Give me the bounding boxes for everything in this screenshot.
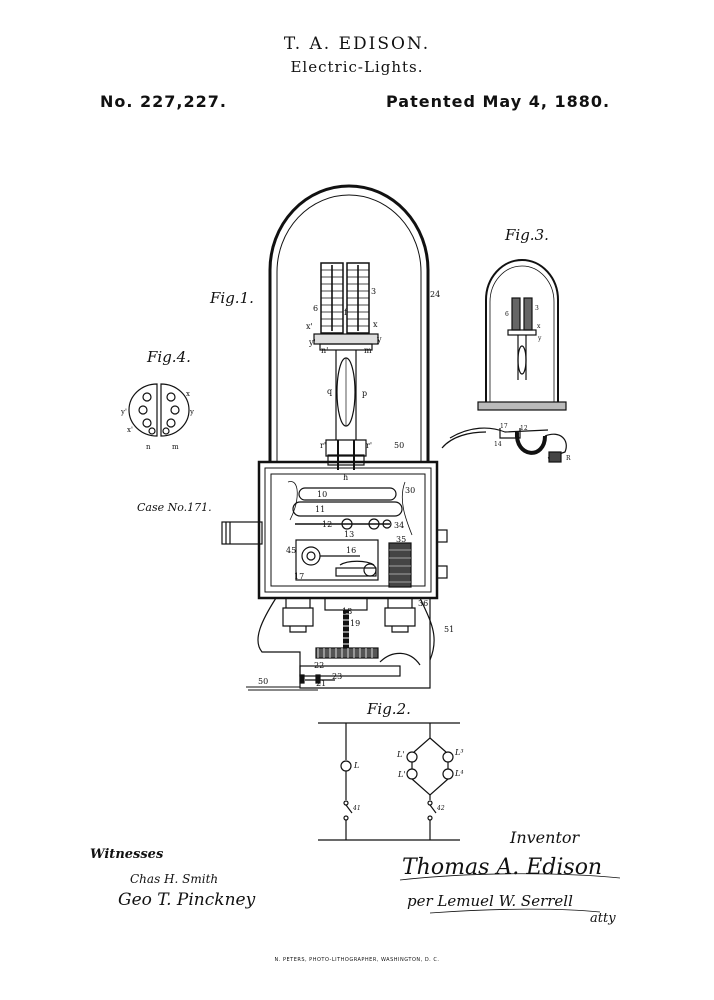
label-19: 19 bbox=[350, 619, 360, 628]
label-30: 30 bbox=[405, 486, 415, 495]
fig3-label-14: 14 bbox=[494, 441, 502, 448]
fig3-label-17: 17 bbox=[500, 423, 508, 430]
label-n1: n' bbox=[321, 346, 328, 355]
fig4-label-m: m bbox=[172, 443, 179, 451]
fig3-label-x: x bbox=[537, 323, 541, 330]
label-24: 24 bbox=[430, 290, 440, 299]
label-34: 34 bbox=[394, 521, 404, 530]
label-50b: 50 bbox=[258, 677, 268, 686]
fig3-labels: 6 3 x y 17 12 14 R bbox=[494, 305, 571, 462]
label-13: 13 bbox=[344, 530, 354, 539]
label-p: p bbox=[362, 389, 367, 398]
fig1-lamp-drawing bbox=[221, 184, 448, 691]
inventor-signature: Thomas A. Edison bbox=[402, 855, 602, 880]
fig2-label-L3: L³ bbox=[454, 748, 464, 757]
label-6: 6 bbox=[313, 304, 318, 313]
label-23: 23 bbox=[332, 672, 342, 681]
fig4-label-x: x bbox=[186, 390, 190, 398]
label-22: 22 bbox=[314, 661, 324, 670]
fig3-drawing bbox=[441, 259, 567, 463]
patent-inventor-title: T. A. EDISON. bbox=[283, 34, 431, 54]
label-f: f bbox=[344, 308, 348, 317]
fig1-label: Fig.1. bbox=[209, 289, 254, 307]
fig1-labels: 24 6 3 x' x y' y n' m f q p r' r' 50 h 1… bbox=[258, 287, 454, 688]
case-number: Case No.171. bbox=[137, 501, 212, 514]
label-35: 35 bbox=[396, 535, 406, 544]
fig3-label: Fig.3. bbox=[504, 226, 549, 244]
witness-1-signature: Chas H. Smith bbox=[130, 872, 218, 886]
label-17: 17 bbox=[294, 572, 304, 581]
inventor-label: Inventor bbox=[509, 828, 581, 847]
fig2-label-L: L bbox=[353, 761, 359, 770]
fig4-label-x1: x' bbox=[127, 426, 133, 434]
signature-block: Witnesses Chas H. Smith Geo T. Pinckney … bbox=[90, 828, 616, 926]
label-21: 21 bbox=[316, 679, 326, 688]
label-y1: y' bbox=[308, 338, 316, 347]
fig3-label-r: R bbox=[566, 455, 571, 462]
label-x1: x' bbox=[306, 322, 313, 331]
fig3-label-3: 3 bbox=[535, 305, 539, 312]
witness-2-signature: Geo T. Pinckney bbox=[118, 890, 256, 910]
label-y: y bbox=[376, 335, 382, 344]
fig4-label: Fig.4. bbox=[146, 348, 191, 366]
fig2-label-L1: L' bbox=[396, 750, 405, 759]
patent-date: Patented May 4, 1880. bbox=[386, 92, 611, 111]
fig4-drawing bbox=[128, 383, 190, 437]
fig4-label-n: n bbox=[146, 443, 151, 451]
label-18: 18 bbox=[342, 607, 352, 616]
fig2-label-42: 42 bbox=[436, 805, 445, 812]
attorney-signature: per Lemuel W. Serrell bbox=[407, 892, 573, 910]
label-12: 12 bbox=[322, 520, 332, 529]
label-q: q bbox=[327, 387, 332, 396]
fig2-label-41: 41 bbox=[352, 805, 361, 812]
label-3: 3 bbox=[371, 287, 376, 296]
label-16: 16 bbox=[346, 546, 356, 555]
lithographer-credit: N. PETERS, PHOTO-LITHOGRAPHER, WASHINGTO… bbox=[274, 957, 440, 963]
attorney-suffix: atty bbox=[590, 911, 616, 926]
label-36: 36 bbox=[418, 599, 428, 608]
witnesses-label: Witnesses bbox=[90, 847, 164, 862]
label-r2: r' bbox=[366, 441, 372, 450]
label-51: 51 bbox=[444, 625, 454, 634]
label-45: 45 bbox=[286, 546, 296, 555]
label-m: m bbox=[364, 346, 372, 355]
fig3-label-6: 6 bbox=[505, 311, 509, 318]
fig2-circuit bbox=[318, 722, 460, 841]
label-10: 10 bbox=[317, 490, 327, 499]
fig4-label-y: y bbox=[189, 408, 194, 416]
label-x: x bbox=[373, 320, 378, 329]
fig2-labels: L L' L³ L' L⁴ 41 42 bbox=[352, 748, 464, 812]
fig2-label-L4: L⁴ bbox=[454, 769, 464, 778]
fig4-labels: x y' y x' n m bbox=[120, 390, 194, 451]
fig3-label-y: y bbox=[537, 335, 542, 342]
label-11: 11 bbox=[315, 505, 325, 514]
patent-number: No. 227,227. bbox=[100, 92, 227, 111]
fig3-label-12: 12 bbox=[520, 425, 528, 432]
label-h: h bbox=[343, 473, 348, 482]
fig2-label: Fig.2. bbox=[366, 700, 411, 718]
label-50: 50 bbox=[394, 441, 404, 450]
patent-subject-title: Electric-Lights. bbox=[290, 58, 424, 76]
label-r1: r' bbox=[320, 441, 326, 450]
fig2-label-L2: L' bbox=[397, 770, 406, 779]
fig4-label-y1: y' bbox=[120, 408, 127, 416]
